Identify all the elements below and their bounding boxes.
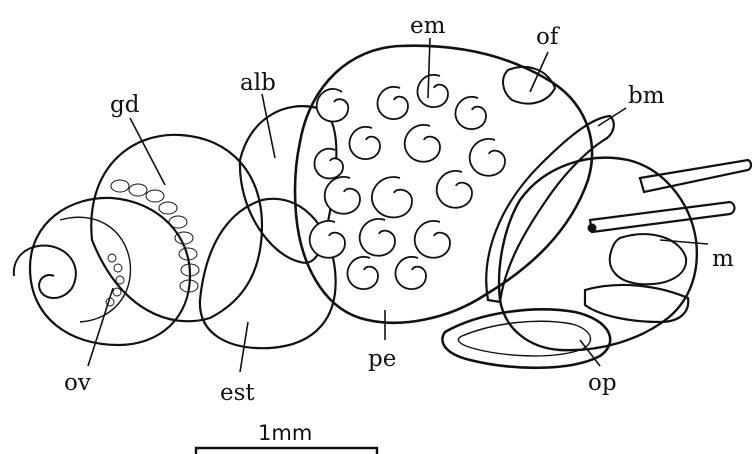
visceral-coil (14, 106, 337, 348)
leader-alb (262, 94, 275, 158)
oviduct-fold (503, 67, 555, 104)
leader-ov (88, 288, 113, 366)
gd-acini (111, 180, 199, 292)
upper-tentacle (640, 160, 751, 192)
label-pe: pe (368, 346, 396, 372)
lower-tentacle (590, 202, 735, 232)
label-m: m (712, 246, 734, 272)
buccal-mass-tube (486, 116, 614, 302)
label-gd: gd (110, 92, 140, 118)
label-alb: alb (240, 70, 276, 96)
eye (588, 224, 597, 233)
apical-whorl (30, 198, 190, 345)
foot (585, 285, 688, 322)
scale-bar-label: 1mm (258, 421, 312, 445)
label-of: of (536, 24, 560, 50)
label-op: op (588, 370, 617, 396)
embryo-sac (295, 46, 592, 323)
leader-m (660, 240, 708, 244)
label-est: est (220, 380, 255, 406)
label-bm: bm (628, 83, 665, 109)
apex-spiral (14, 246, 76, 298)
label-ov: ov (64, 370, 91, 396)
label-em: em (410, 13, 446, 39)
embryos (310, 75, 505, 289)
leader-gd (130, 118, 165, 185)
scale-bar: 1mm (196, 421, 377, 454)
scale-bar-line (196, 448, 377, 454)
stomach (200, 199, 336, 348)
